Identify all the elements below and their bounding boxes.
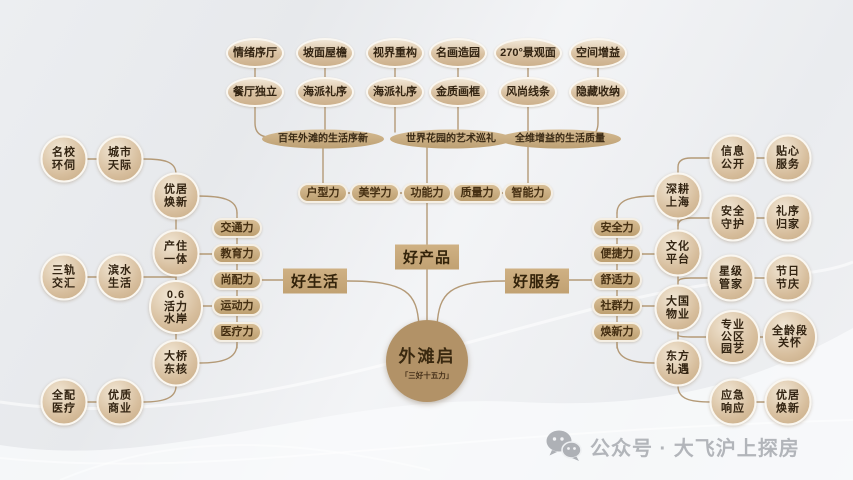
service-power-pill: 焕新力 (592, 322, 642, 342)
product-power-pill: 功能力 (402, 183, 452, 203)
product-leaf-oval: 270°景观面 (494, 38, 562, 68)
service-leaf-circle: 专业 公区 园艺 (706, 310, 760, 364)
life-leaf-circle: 全配 医疗 (40, 378, 88, 426)
life-leaf-circle: 三轨 交汇 (40, 253, 88, 301)
service-node-circle: 深耕 上海 (654, 172, 702, 220)
service-leaf-circle: 贴心 服务 (764, 134, 812, 182)
life-leaf-circle: 滨水 生活 (96, 253, 144, 301)
life-node-circle: 产住 一体 (152, 229, 200, 277)
service-leaf-circle: 礼序 归家 (764, 194, 812, 242)
center-node: 外滩启 「三好十五力」 (386, 320, 468, 402)
center-title: 外滩启 (398, 346, 456, 366)
product-power-pill: 质量力 (452, 183, 502, 203)
service-leaf-circle: 信息 公开 (709, 134, 757, 182)
product-leaf-oval: 隐藏收纳 (569, 77, 627, 107)
watermark-text: 公众号 · 大飞沪上探房 (590, 437, 800, 460)
product-theme-banner: 世界花园的艺术巡礼 (390, 129, 512, 149)
branch-label-life: 好生活 (283, 268, 347, 294)
life-power-pill: 尚配力 (212, 270, 262, 290)
service-power-pill: 安全力 (592, 218, 642, 238)
life-power-pill: 交通力 (212, 218, 262, 238)
product-leaf-oval: 海派礼序 (296, 77, 354, 107)
product-theme-banner: 全维增益的生活质量 (499, 129, 621, 149)
life-node-circle: 0.6 活力 水岸 (149, 280, 203, 334)
product-leaf-oval: 情绪序厅 (226, 38, 284, 68)
wechat-icon (546, 430, 582, 461)
product-leaf-oval: 海派礼序 (366, 77, 424, 107)
product-leaf-oval: 餐厅独立 (226, 77, 284, 107)
product-leaf-oval: 金质画框 (429, 77, 487, 107)
product-leaf-oval: 坡面屋檐 (296, 38, 354, 68)
service-leaf-circle: 优居 焕新 (764, 378, 812, 426)
service-leaf-circle: 安全 守护 (709, 194, 757, 242)
service-leaf-circle: 全龄段 关怀 (763, 310, 817, 364)
life-node-circle: 优居 焕新 (152, 172, 200, 220)
branch-label-product: 好产品 (395, 244, 459, 270)
product-power-pill: 美学力 (350, 183, 400, 203)
center-subtitle: 「三好十五力」 (400, 370, 454, 380)
life-power-pill: 教育力 (212, 244, 262, 264)
product-leaf-oval: 风尚线条 (499, 77, 557, 107)
product-power-pill: 智能力 (503, 183, 553, 203)
life-node-circle: 大桥 东核 (152, 339, 200, 387)
product-leaf-oval: 空间增益 (569, 38, 627, 68)
product-theme-banner: 百年外滩的生活序新 (262, 129, 384, 149)
product-leaf-oval: 名画造园 (429, 38, 487, 68)
service-leaf-circle: 应急 响应 (709, 378, 757, 426)
watermark: 公众号 · 大飞沪上探房 (546, 430, 800, 462)
life-leaf-circle: 优质 商业 (96, 378, 144, 426)
service-power-pill: 社群力 (592, 296, 642, 316)
product-power-pill: 户型力 (298, 183, 348, 203)
service-leaf-circle: 节日 节庆 (764, 254, 812, 302)
service-leaf-circle: 星级 管家 (707, 254, 755, 302)
life-leaf-circle: 名校 环伺 (40, 135, 88, 183)
service-node-circle: 东方 礼遇 (654, 339, 702, 387)
service-node-circle: 文化 平台 (654, 229, 702, 277)
branch-label-service: 好服务 (505, 268, 569, 294)
service-power-pill: 舒适力 (592, 270, 642, 290)
life-leaf-circle: 城市 天际 (96, 135, 144, 183)
life-power-pill: 运动力 (212, 296, 262, 316)
product-leaf-oval: 视界重构 (366, 38, 424, 68)
life-power-pill: 医疗力 (212, 322, 262, 342)
service-power-pill: 便捷力 (592, 244, 642, 264)
service-node-circle: 大国 物业 (654, 284, 702, 332)
